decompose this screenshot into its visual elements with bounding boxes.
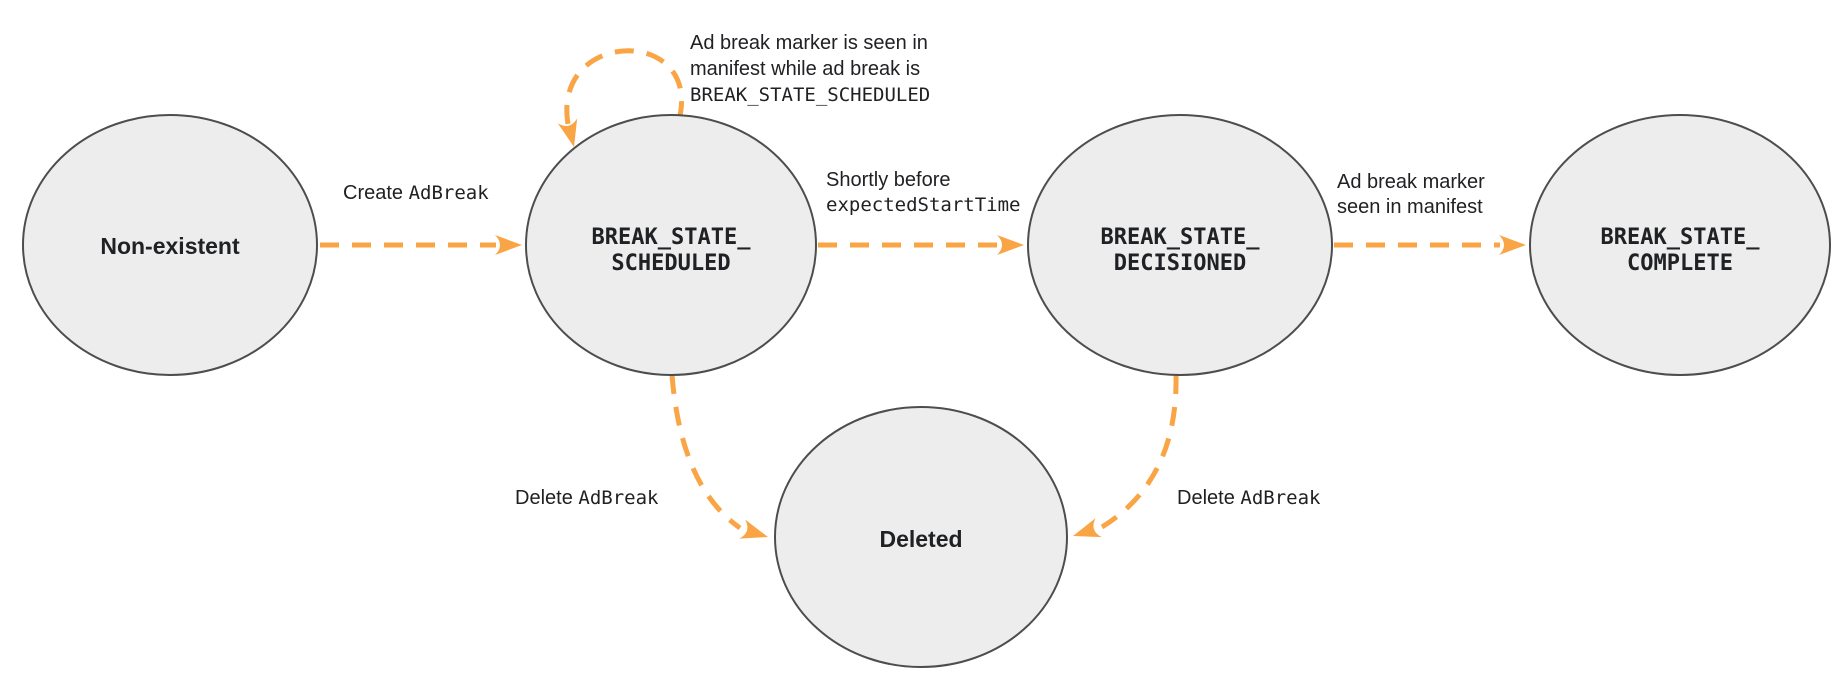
transition-delete-left-arrow [669, 374, 742, 531]
transition-label-line: manifest while ad break is [690, 58, 921, 80]
transition-label-line: Ad break marker is seen in [690, 32, 928, 54]
state-node-break-state-scheduled [525, 114, 817, 376]
transition-label-line: Shortly before [826, 169, 951, 191]
state-node-break-state-decisioned [1027, 114, 1333, 376]
transition-label-text: Delete [515, 487, 579, 509]
state-label-break-state-decisioned: BREAK_STATE_ DECISIONED [1101, 225, 1260, 277]
transition-label-line: seen in manifest [1337, 196, 1483, 218]
state-label-line: SCHEDULED [611, 251, 731, 276]
state-label-line: BREAK_STATE_ [1100, 225, 1260, 250]
transition-label-code: AdBreak [408, 182, 489, 204]
state-node-deleted [774, 406, 1068, 668]
state-label-break-state-scheduled: BREAK_STATE_ SCHEDULED [592, 225, 751, 277]
transition-label-code: BREAK_STATE_SCHEDULED [690, 84, 931, 106]
state-label-line: DECISIONED [1113, 251, 1247, 276]
transition-label-code: expectedStartTime [826, 194, 1021, 216]
transition-label-code: AdBreak [1240, 487, 1321, 509]
state-node-non-existent [22, 114, 318, 376]
transition-label-text: Delete [1177, 487, 1241, 509]
transition-label-create: Create AdBreak [343, 181, 489, 206]
transition-complete-arrowhead [1499, 235, 1526, 255]
transition-label-delete-right: Delete AdBreak [1177, 486, 1320, 511]
state-label-break-state-complete: BREAK_STATE_ COMPLETE [1601, 225, 1760, 277]
transition-create-arrowhead [495, 235, 522, 255]
transition-selfloop-arrowhead [557, 118, 578, 147]
transition-label-decision: Shortly before expectedStartTime [826, 168, 1020, 218]
transition-selfloop-arrow [564, 48, 684, 125]
state-label-non-existent: Non-existent [100, 233, 240, 259]
transition-decision-arrowhead [997, 235, 1024, 255]
state-node-break-state-complete [1529, 114, 1831, 376]
transition-delete-right-arrow [1100, 374, 1179, 530]
state-label-line: BREAK_STATE_ [1600, 225, 1760, 250]
transition-delete-right-arrowhead [1073, 518, 1102, 538]
state-label-line: COMPLETE [1627, 251, 1733, 276]
transition-delete-left-arrowhead [739, 519, 768, 539]
transition-label-selfloop: Ad break marker is seen in manifest whil… [690, 30, 930, 108]
state-label-line: BREAK_STATE_ [591, 225, 751, 250]
state-label-deleted: Deleted [879, 526, 963, 552]
transition-label-line: Ad break marker [1337, 171, 1485, 193]
transition-label-delete-left: Delete AdBreak [515, 486, 658, 511]
transition-label-code: AdBreak [578, 487, 659, 509]
transition-label-complete: Ad break marker seen in manifest [1337, 170, 1485, 220]
transition-label-text: Create [343, 182, 409, 204]
